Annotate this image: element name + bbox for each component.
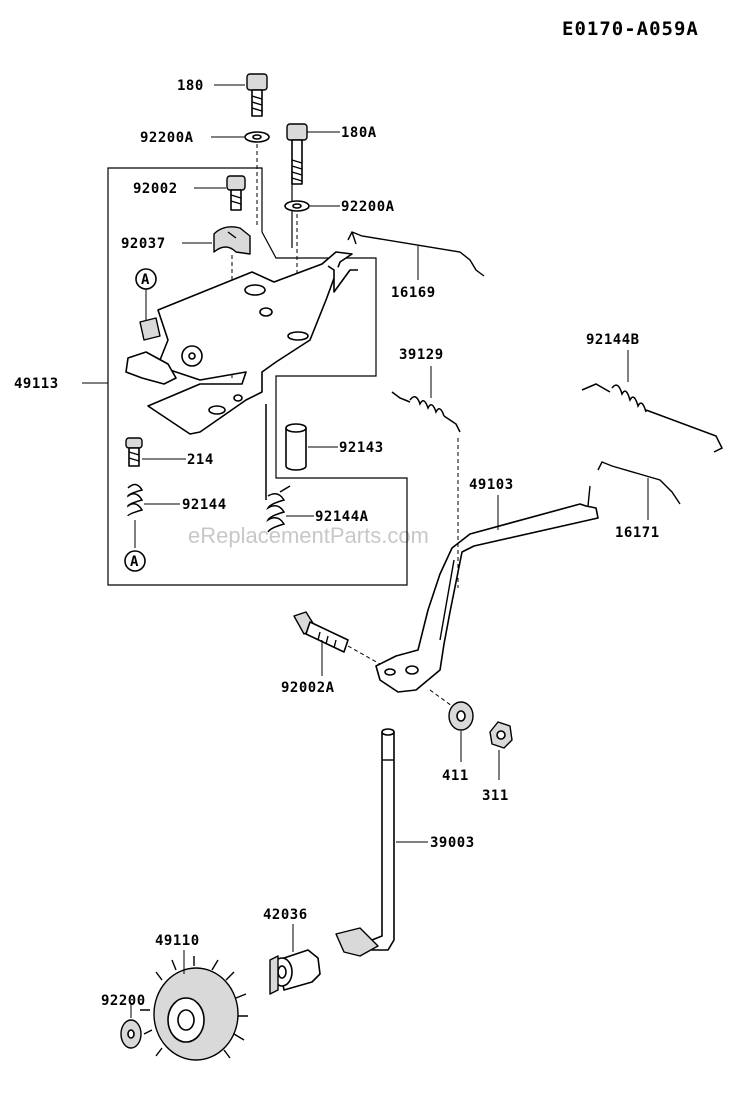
label-39003: 39003 [430, 835, 475, 851]
label-411: 411 [442, 768, 469, 784]
label-92144A: 92144A [315, 509, 369, 525]
washer-92200A-top[interactable] [244, 131, 270, 143]
washer-92200A-right[interactable] [284, 200, 310, 212]
spring-92144[interactable] [127, 483, 144, 517]
label-92144: 92144 [182, 497, 227, 513]
watermark: eReplacementParts.com [188, 523, 429, 548]
link-16169[interactable] [347, 231, 485, 277]
bolt-180[interactable] [246, 73, 268, 117]
label-92002: 92002 [133, 181, 178, 197]
label-92200: 92200 [101, 993, 146, 1009]
label-92144B: 92144B [586, 332, 640, 348]
washer-411[interactable] [448, 701, 474, 731]
clamp-92037[interactable] [213, 226, 251, 255]
centerline-92002A [347, 645, 381, 665]
label-39129: 39129 [399, 347, 444, 363]
label-180A: 180A [341, 125, 377, 141]
label-49103: 49103 [469, 477, 514, 493]
label-49110: 49110 [155, 933, 200, 949]
label-49113: 49113 [14, 376, 59, 392]
diagram-code: E0170-A059A [562, 18, 699, 40]
nut-311[interactable] [489, 721, 513, 749]
label-42036: 42036 [263, 907, 308, 923]
spring-92144A[interactable] [265, 404, 291, 533]
governor-shaft-39003[interactable] [335, 728, 395, 957]
spring-39129[interactable] [391, 391, 461, 433]
label-92002A: 92002A [281, 680, 335, 696]
control-plate-49113[interactable] [125, 251, 358, 435]
label-311: 311 [482, 788, 509, 804]
governor-gear-49110[interactable] [140, 956, 248, 1061]
governor-lever-49103[interactable] [375, 485, 599, 693]
assembly-frame [107, 167, 408, 586]
bolt-92002[interactable] [226, 175, 246, 211]
label-circle-a-top: A [141, 272, 150, 288]
label-92200A-right: 92200A [341, 199, 395, 215]
label-16169: 16169 [391, 285, 436, 301]
label-16171: 16171 [615, 525, 660, 541]
label-circle-a-bottom: A [130, 554, 139, 570]
washer-92200[interactable] [120, 1019, 142, 1049]
label-180: 180 [177, 78, 204, 94]
label-92037: 92037 [121, 236, 166, 252]
collar-92143[interactable] [285, 423, 307, 471]
bolt-180A[interactable] [286, 123, 308, 185]
centerline-411 [429, 689, 453, 707]
bolt-92002A[interactable] [293, 611, 349, 653]
label-214: 214 [187, 452, 214, 468]
label-92143: 92143 [339, 440, 384, 456]
reference-marker-a-bottom: A [124, 550, 146, 572]
spring-92144B[interactable] [581, 383, 724, 453]
bushing-42036[interactable] [269, 949, 321, 995]
reference-marker-a-top: A [135, 268, 157, 320]
link-16171[interactable] [597, 461, 681, 505]
label-92200A-top: 92200A [140, 130, 194, 146]
screw-214[interactable] [125, 437, 143, 467]
